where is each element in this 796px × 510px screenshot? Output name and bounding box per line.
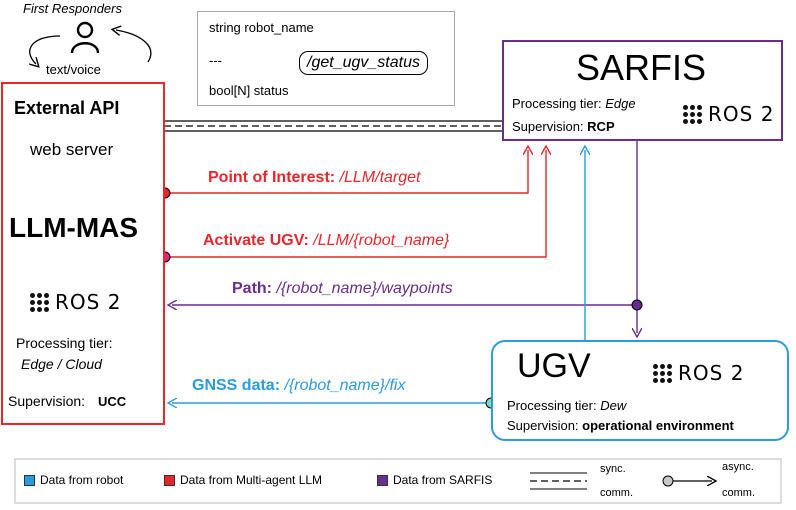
ugv-tier-value: Dew [600, 398, 627, 413]
service-separator: --- [209, 53, 222, 68]
sarfis-title: SARFIS [576, 47, 707, 88]
external-api-node: External API web server LLM-MAS ROS 2 Pr… [1, 82, 165, 425]
sarfis-supervision-label: Supervision: [512, 119, 584, 134]
poi-link [165, 150, 528, 194]
responder-arrow-right [116, 30, 152, 63]
ugv-title: UGV [517, 347, 591, 385]
responders-label: First Responders [23, 1, 122, 16]
ugv-node: UGV ROS 2 Processing tier: Dew Supervisi… [491, 340, 789, 441]
gnss-link-label: GNSS data: /{robot_name}/fix [192, 377, 406, 394]
legend-box [14, 458, 782, 504]
ugv-ros-logo: ROS 2 [653, 361, 744, 385]
ugv-tier-label: Processing tier: [507, 398, 597, 413]
legend-async-top: async. [722, 461, 754, 473]
sarfis-ros-logo: ROS 2 [683, 102, 774, 126]
sarfis-supervision-value: RCP [587, 119, 615, 134]
sarfis-tier-label: Processing tier: [512, 96, 602, 111]
path-port [631, 299, 643, 311]
external-supervision-label: Supervision: [8, 393, 86, 409]
external-api-title: External API [14, 98, 120, 118]
person-icon [68, 20, 102, 54]
responders-channel: text/voice [46, 62, 101, 77]
responder-arrow-left [30, 35, 61, 64]
legend-sync-glyph [530, 472, 587, 490]
activate-link [165, 150, 546, 258]
path-link-label: Path: /{robot_name}/waypoints [232, 280, 453, 297]
sync-link [164, 120, 502, 132]
legend-llm-swatch [164, 475, 175, 486]
service-response-field: bool[N] status [209, 83, 289, 98]
legend-sync-bottom: comm. [600, 487, 633, 499]
legend-sync-top: sync. [600, 463, 626, 475]
external-api-subtitle: web server [30, 140, 114, 159]
poi-link-label: Point of Interest: /LLM/target [208, 169, 421, 186]
ugv-supervision-value: operational environment [582, 418, 734, 433]
sarfis-tier: Processing tier: Edge [512, 96, 636, 111]
sarfis-node: SARFIS Processing tier: Edge Supervision… [502, 40, 783, 141]
external-supervision-value: UCC [98, 394, 127, 409]
service-request-field: string robot_name [209, 20, 314, 35]
external-tier-value: Edge / Cloud [21, 356, 102, 372]
legend-robot-label: Data from robot [40, 473, 124, 487]
legend-robot-swatch [24, 475, 35, 486]
ros-dots-icon [683, 104, 702, 124]
sarfis-tier-value: Edge [605, 96, 636, 111]
service-name: /get_ugv_status [299, 51, 428, 75]
llm-mas-title: LLM-MAS [9, 212, 139, 243]
sarfis-supervision: Supervision: RCP [512, 119, 615, 134]
legend-async-bottom: comm. [722, 487, 755, 499]
ros-dots-icon [30, 292, 49, 312]
external-ros-logo: ROS 2 [30, 290, 121, 314]
external-tier-label: Processing tier: [16, 335, 113, 351]
ugv-supervision: Supervision: operational environment [507, 418, 734, 433]
service-definition-box: string robot_name --- bool[N] status /ge… [197, 11, 455, 106]
legend-sarfis-label: Data from SARFIS [393, 473, 493, 487]
ugv-tier: Processing tier: Dew [507, 398, 626, 413]
ugv-supervision-label: Supervision: [507, 418, 579, 433]
legend-sarfis-swatch [377, 475, 388, 486]
legend-llm-label: Data from Multi-agent LLM [180, 473, 323, 487]
legend-async-glyph [662, 475, 712, 487]
activate-link-label: Activate UGV: /LLM/{robot_name} [203, 232, 450, 249]
ros-dots-icon [653, 363, 672, 383]
